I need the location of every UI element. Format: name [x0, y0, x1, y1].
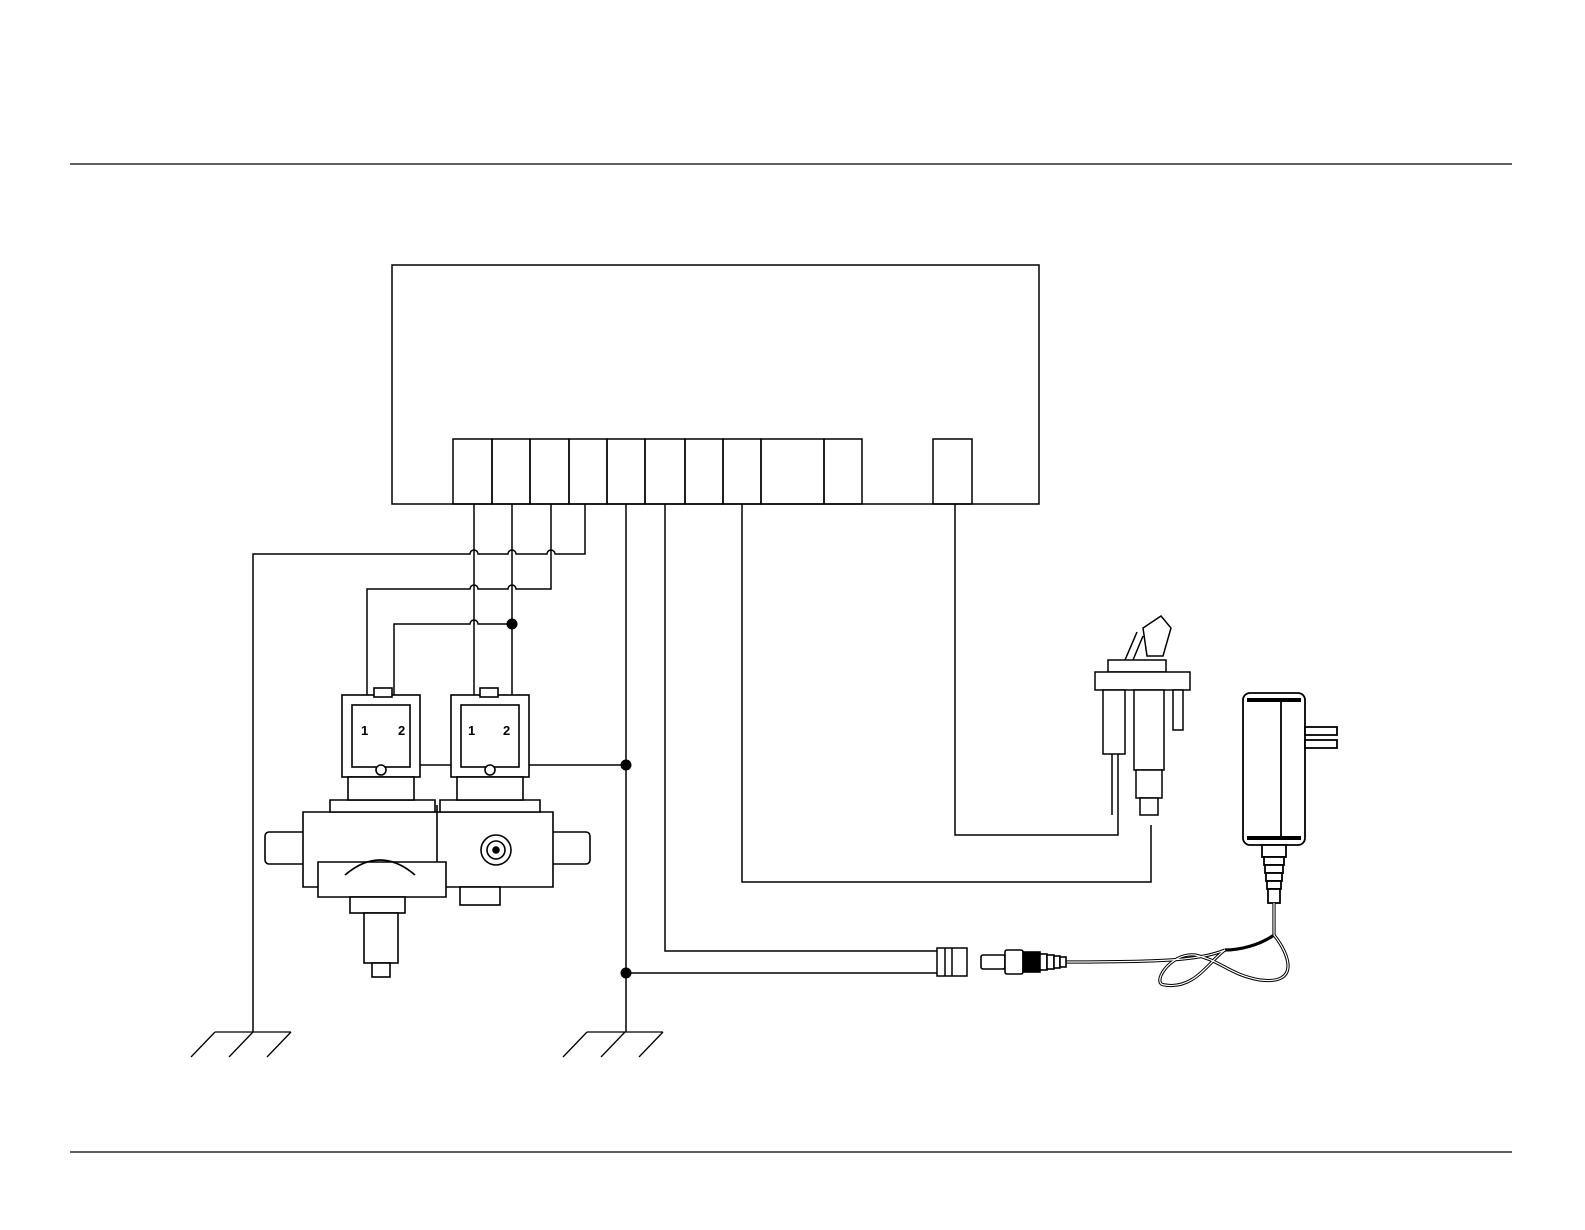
- terminal-4: [569, 439, 607, 504]
- wire-igniter-sensor: [742, 504, 1151, 882]
- power-cord: [1064, 903, 1288, 986]
- terminal-block: [453, 439, 972, 504]
- ground-symbol-right: [563, 1032, 663, 1057]
- adapter-body: [1243, 693, 1305, 845]
- terminal-5: [607, 439, 645, 504]
- adapter-prong: [1305, 727, 1337, 735]
- igniter-electrode: [1143, 616, 1171, 656]
- junction-dot: [621, 760, 632, 771]
- wire-igniter-spark: [955, 504, 1118, 835]
- outlet-pipe: [548, 832, 590, 864]
- ground-symbol-left: [191, 1032, 291, 1057]
- coil-left-pin2-label: 2: [398, 723, 405, 738]
- terminal-10: [824, 439, 862, 504]
- terminal-1: [453, 439, 492, 504]
- dc-jack: [937, 948, 967, 976]
- terminal-6: [645, 439, 685, 504]
- junction-dot: [507, 619, 518, 630]
- junction-dot: [621, 968, 632, 979]
- terminal-2: [492, 439, 530, 504]
- valve-coil-right: 1 2: [451, 688, 529, 800]
- dc-plug-tip: [981, 955, 1005, 969]
- dc-plug: [981, 950, 1066, 974]
- valve-regulator: [364, 913, 398, 963]
- terminal-8: [723, 439, 761, 504]
- coil-right-pin2-label: 2: [503, 723, 510, 738]
- valve-coil-left: 1 2: [342, 688, 420, 800]
- junctions: [507, 619, 632, 979]
- igniter-assembly: [1095, 616, 1190, 815]
- power-adapter: [1243, 693, 1337, 903]
- coil-right-pin1-label: 1: [468, 723, 475, 738]
- control-module: [392, 265, 1039, 504]
- terminal-9: [761, 439, 824, 504]
- wire-dc-positive: [665, 504, 937, 951]
- coil-left-pin1-label: 1: [361, 723, 368, 738]
- terminal-7: [685, 439, 723, 504]
- terminal-3: [530, 439, 569, 504]
- inlet-pipe: [265, 832, 307, 864]
- gas-valve: 1 2 1 2: [265, 688, 590, 977]
- terminal-11: [933, 439, 972, 504]
